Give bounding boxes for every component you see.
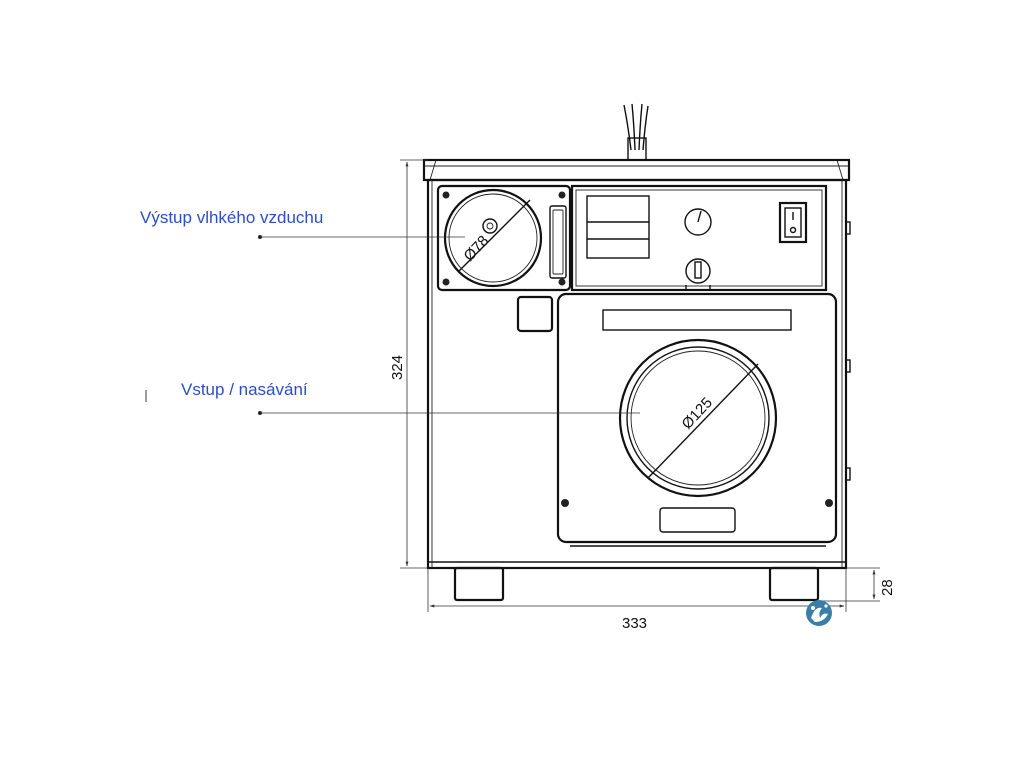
outlet-panel bbox=[436, 184, 572, 292]
outlet-label: Výstup vlhkého vzduchu bbox=[140, 208, 323, 227]
width-label: 333 bbox=[622, 615, 647, 632]
device-body bbox=[426, 178, 851, 570]
screw bbox=[442, 191, 450, 199]
screw bbox=[558, 191, 566, 199]
screw bbox=[561, 499, 569, 507]
outlet-port bbox=[443, 188, 543, 288]
outlet-diameter-label: Ø78 bbox=[460, 232, 492, 264]
knob-icon bbox=[685, 258, 711, 284]
small-square bbox=[516, 295, 554, 333]
screw bbox=[825, 499, 833, 507]
control-panel bbox=[570, 184, 828, 292]
dial-icon bbox=[684, 208, 712, 236]
top-lid bbox=[422, 158, 851, 182]
feet-dimension bbox=[820, 567, 880, 602]
power-cable bbox=[623, 103, 649, 161]
inlet-panel bbox=[556, 292, 838, 547]
width-dimension bbox=[427, 568, 847, 612]
water-splash-logo-icon bbox=[806, 600, 832, 626]
inlet-label: Vstup / nasávání bbox=[181, 380, 308, 399]
height-dimension bbox=[400, 159, 428, 569]
callout-leaders bbox=[258, 235, 640, 415]
feet-label: 28 bbox=[879, 579, 896, 596]
feet bbox=[453, 566, 820, 602]
inlet-port bbox=[618, 338, 778, 498]
screw bbox=[558, 278, 566, 286]
power-switch-icon bbox=[778, 201, 808, 244]
height-label: 324 bbox=[389, 355, 406, 380]
screw bbox=[442, 278, 450, 286]
